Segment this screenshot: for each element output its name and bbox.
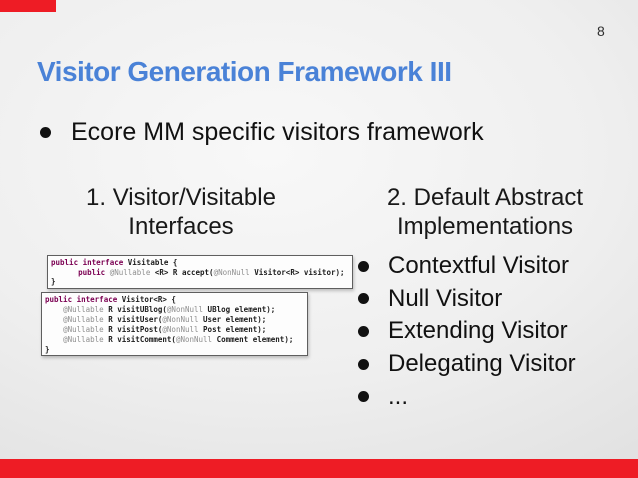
bullet-dot-icon bbox=[358, 293, 369, 305]
right-column-heading-line2: Implementations bbox=[396, 213, 574, 240]
left-column-heading-line1: 1. Visitor/Visitable bbox=[86, 184, 276, 211]
left-column-heading-line2: Interfaces bbox=[128, 213, 234, 240]
code-line: @Nullable R visitUser(@NonNull User elem… bbox=[63, 314, 267, 324]
code-line: } bbox=[45, 344, 50, 354]
list-item: Null Visitor bbox=[358, 283, 576, 316]
code-line: public interface Visitable { bbox=[51, 258, 178, 267]
bullet-dot-icon bbox=[358, 391, 369, 403]
right-column-heading: 2. Default Abstract Implementations bbox=[350, 183, 620, 241]
list-item: Delegating Visitor bbox=[358, 348, 576, 381]
code-snippet-visitable-interface: public interface Visitable { public @Nul… bbox=[47, 255, 353, 289]
list-item-label: Contextful Visitor bbox=[388, 252, 569, 280]
bullet-dot-icon bbox=[358, 325, 369, 337]
list-item: Contextful Visitor bbox=[358, 250, 576, 283]
red-accent-top-bar bbox=[0, 0, 56, 12]
bullet-dot-icon bbox=[358, 260, 369, 272]
bullet-dot-icon bbox=[40, 127, 51, 138]
list-item: ... bbox=[358, 380, 576, 413]
list-item-label: Extending Visitor bbox=[388, 317, 568, 345]
bullet-dot-icon bbox=[358, 358, 369, 370]
code-line: @Nullable R visitPost(@NonNull Post elem… bbox=[63, 324, 267, 334]
main-bullet-item: Ecore MM specific visitors framework bbox=[40, 118, 484, 147]
right-column-heading-line1: 2. Default Abstract bbox=[386, 184, 584, 211]
code-snippet-visitor-interface: public interface Visitor<R> { @Nullable … bbox=[41, 292, 308, 356]
left-column-heading: 1. Visitor/Visitable Interfaces bbox=[52, 183, 310, 241]
code-line: public @Nullable <R> R accept(@NonNull V… bbox=[78, 267, 345, 277]
page-number: 8 bbox=[597, 23, 605, 39]
list-item: Extending Visitor bbox=[358, 315, 576, 348]
implementations-list: Contextful Visitor Null Visitor Extendin… bbox=[358, 250, 576, 413]
main-bullet-text: Ecore MM specific visitors framework bbox=[71, 118, 484, 146]
slide-title: Visitor Generation Framework III bbox=[37, 56, 452, 87]
code-line: } bbox=[51, 277, 56, 287]
red-accent-bottom-bar bbox=[0, 459, 638, 478]
list-item-label: Null Visitor bbox=[388, 284, 503, 312]
code-line: @Nullable R visitComment(@NonNull Commen… bbox=[63, 334, 294, 344]
list-item-label: Delegating Visitor bbox=[388, 350, 576, 378]
list-item-label: ... bbox=[388, 382, 409, 410]
code-line: @Nullable R visitUBlog(@NonNull UBlog el… bbox=[63, 304, 276, 314]
code-line: public interface Visitor<R> { bbox=[45, 295, 176, 304]
